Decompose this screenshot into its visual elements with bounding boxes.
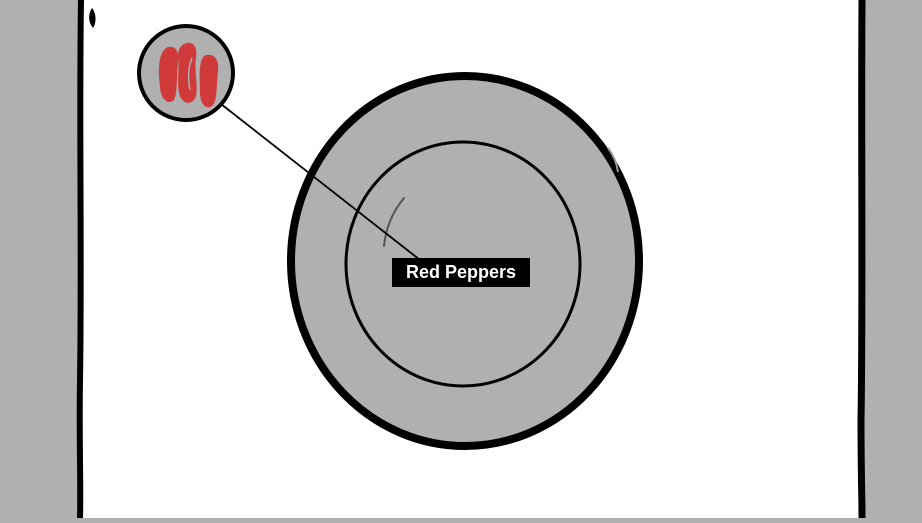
pepper-gap-line [187,57,193,91]
pepper-strip-2 [178,42,197,103]
plate-shine-mark [383,197,405,247]
callout-leader-line [220,103,421,261]
ink-smudge [89,8,96,28]
card-right-border [857,0,866,522]
pepper-strip-1 [158,46,179,103]
plate-highlight [607,147,619,173]
card-left-border [76,0,84,521]
red-pepper-strips-icon [137,24,235,122]
pepper-strip-3 [199,54,219,108]
ingredient-label: Red Peppers [392,258,530,287]
